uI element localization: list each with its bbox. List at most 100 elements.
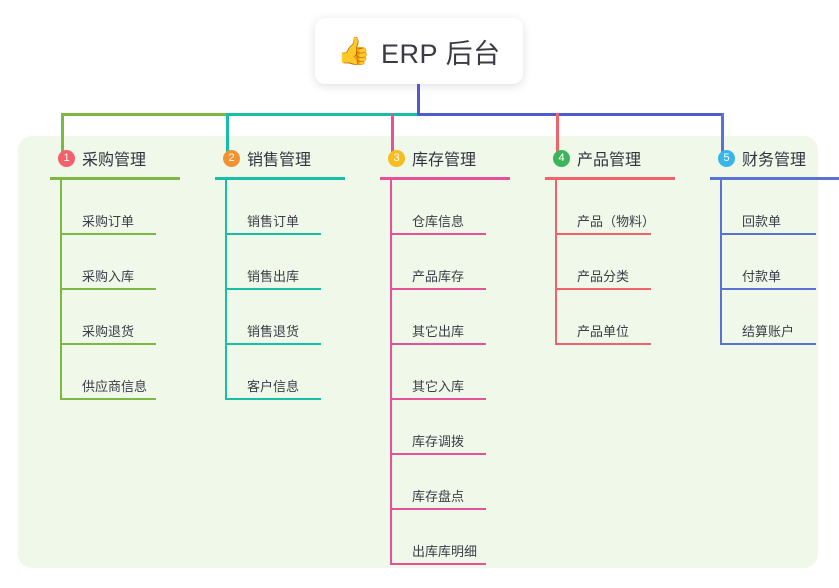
- branch-badge-3: 3: [388, 149, 405, 167]
- root-node[interactable]: 👍 ERP 后台: [315, 18, 523, 84]
- branch-spine-2: [225, 180, 227, 400]
- leaf-underline: [720, 233, 816, 235]
- leaf-underline: [225, 233, 321, 235]
- branch-spine-4: [555, 180, 557, 345]
- leaf-label: 销售出库: [247, 269, 300, 284]
- leaf-underline: [555, 343, 651, 345]
- leaf-label: 其它出库: [412, 324, 465, 339]
- leaf-underline: [60, 343, 156, 345]
- leaf-node[interactable]: 产品分类: [555, 235, 691, 290]
- branch-underline-4: [545, 177, 675, 180]
- leaf-label: 销售退货: [247, 324, 300, 339]
- branch-items-2: 销售订单销售出库销售退货客户信息: [225, 180, 361, 400]
- leaf-label: 仓库信息: [412, 214, 465, 229]
- leaf-label: 其它入库: [412, 379, 465, 394]
- branch-title-2: 销售管理: [247, 152, 312, 169]
- leaf-underline: [225, 398, 321, 400]
- leaf-label: 采购退货: [82, 324, 135, 339]
- branch-column-1: 1 采购管理采购订单采购入库采购退货供应商信息: [38, 145, 196, 400]
- leaf-label: 产品库存: [412, 269, 465, 284]
- leaf-underline: [720, 343, 816, 345]
- branch-header-1[interactable]: 1 采购管理: [38, 145, 196, 171]
- leaf-label: 产品分类: [577, 269, 630, 284]
- branch-title-5: 财务管理: [742, 152, 807, 169]
- leaf-underline: [390, 563, 486, 565]
- leaf-label: 出库库明细: [412, 544, 478, 559]
- branch-spine-3: [390, 180, 392, 565]
- leaf-node[interactable]: 产品（物料）: [555, 180, 691, 235]
- leaf-label: 产品单位: [577, 324, 630, 339]
- leaf-underline: [390, 288, 486, 290]
- branch-drop-1: [61, 113, 64, 158]
- leaf-underline: [555, 233, 651, 235]
- branch-column-2: 2 销售管理销售订单销售出库销售退货客户信息: [203, 145, 361, 400]
- root-connector-line: [417, 84, 420, 115]
- branch-badge-4: 4: [553, 149, 570, 167]
- bus-segment-green: [61, 113, 226, 116]
- leaf-underline: [390, 343, 486, 345]
- branch-column-5: 5 财务管理回款单付款单结算账户: [698, 145, 839, 345]
- leaf-node[interactable]: 其它出库: [390, 290, 526, 345]
- branch-underline-1: [50, 177, 180, 180]
- branch-spine-5: [720, 180, 722, 345]
- branch-items-1: 采购订单采购入库采购退货供应商信息: [60, 180, 196, 400]
- leaf-node[interactable]: 销售出库: [225, 235, 361, 290]
- leaf-label: 采购订单: [82, 214, 135, 229]
- branch-badge-5: 5: [718, 149, 735, 167]
- leaf-node[interactable]: 其它入库: [390, 345, 526, 400]
- branch-badge-2: 2: [223, 149, 240, 167]
- leaf-label: 库存调拨: [412, 434, 465, 449]
- leaf-node[interactable]: 销售退货: [225, 290, 361, 345]
- leaf-node[interactable]: 采购入库: [60, 235, 196, 290]
- thumbs-up-icon: 👍: [337, 35, 372, 66]
- leaf-node[interactable]: 库存调拨: [390, 400, 526, 455]
- leaf-node[interactable]: 采购退货: [60, 290, 196, 345]
- leaf-node[interactable]: 销售订单: [225, 180, 361, 235]
- leaf-label: 采购入库: [82, 269, 135, 284]
- branch-drop-2: [226, 113, 229, 158]
- branch-spine-1: [60, 180, 62, 400]
- leaf-node[interactable]: 客户信息: [225, 345, 361, 400]
- leaf-node[interactable]: 供应商信息: [60, 345, 196, 400]
- leaf-node[interactable]: 回款单: [720, 180, 839, 235]
- leaf-node[interactable]: 产品单位: [555, 290, 691, 345]
- leaf-node[interactable]: 出库库明细: [390, 510, 526, 565]
- leaf-node[interactable]: 付款单: [720, 235, 839, 290]
- branch-header-5[interactable]: 5 财务管理: [698, 145, 839, 171]
- leaf-node[interactable]: 结算账户: [720, 290, 839, 345]
- leaf-node[interactable]: 采购订单: [60, 180, 196, 235]
- branch-underline-3: [380, 177, 510, 180]
- leaf-label: 客户信息: [247, 379, 300, 394]
- leaf-underline: [390, 398, 486, 400]
- branch-drop-5: [721, 113, 724, 158]
- leaf-label: 销售订单: [247, 214, 300, 229]
- branch-drop-4: [556, 113, 559, 158]
- leaf-underline: [60, 288, 156, 290]
- leaf-label: 付款单: [742, 269, 782, 284]
- branch-badge-1: 1: [58, 149, 75, 167]
- leaf-node[interactable]: 产品库存: [390, 235, 526, 290]
- leaf-underline: [555, 288, 651, 290]
- branch-header-2[interactable]: 2 销售管理: [203, 145, 361, 171]
- branch-items-4: 产品（物料） 产品分类产品单位: [555, 180, 691, 345]
- branch-underline-5: [710, 177, 839, 180]
- leaf-label: 供应商信息: [82, 379, 148, 394]
- branch-items-3: 仓库信息产品库存其它出库其它入库库存调拨库存盘点出库库明细: [390, 180, 526, 565]
- bus-segment-blue: [417, 113, 723, 116]
- branch-title-1: 采购管理: [82, 152, 147, 169]
- leaf-label: 结算账户: [742, 324, 795, 339]
- branch-underline-2: [215, 177, 345, 180]
- leaf-node[interactable]: 库存盘点: [390, 455, 526, 510]
- leaf-underline: [720, 288, 816, 290]
- root-title: ERP 后台: [381, 38, 501, 69]
- branch-drop-3: [391, 113, 394, 158]
- leaf-node[interactable]: 仓库信息: [390, 180, 526, 235]
- leaf-label: 产品（物料）: [577, 214, 656, 229]
- leaf-underline: [390, 453, 486, 455]
- branches-panel: [18, 136, 818, 568]
